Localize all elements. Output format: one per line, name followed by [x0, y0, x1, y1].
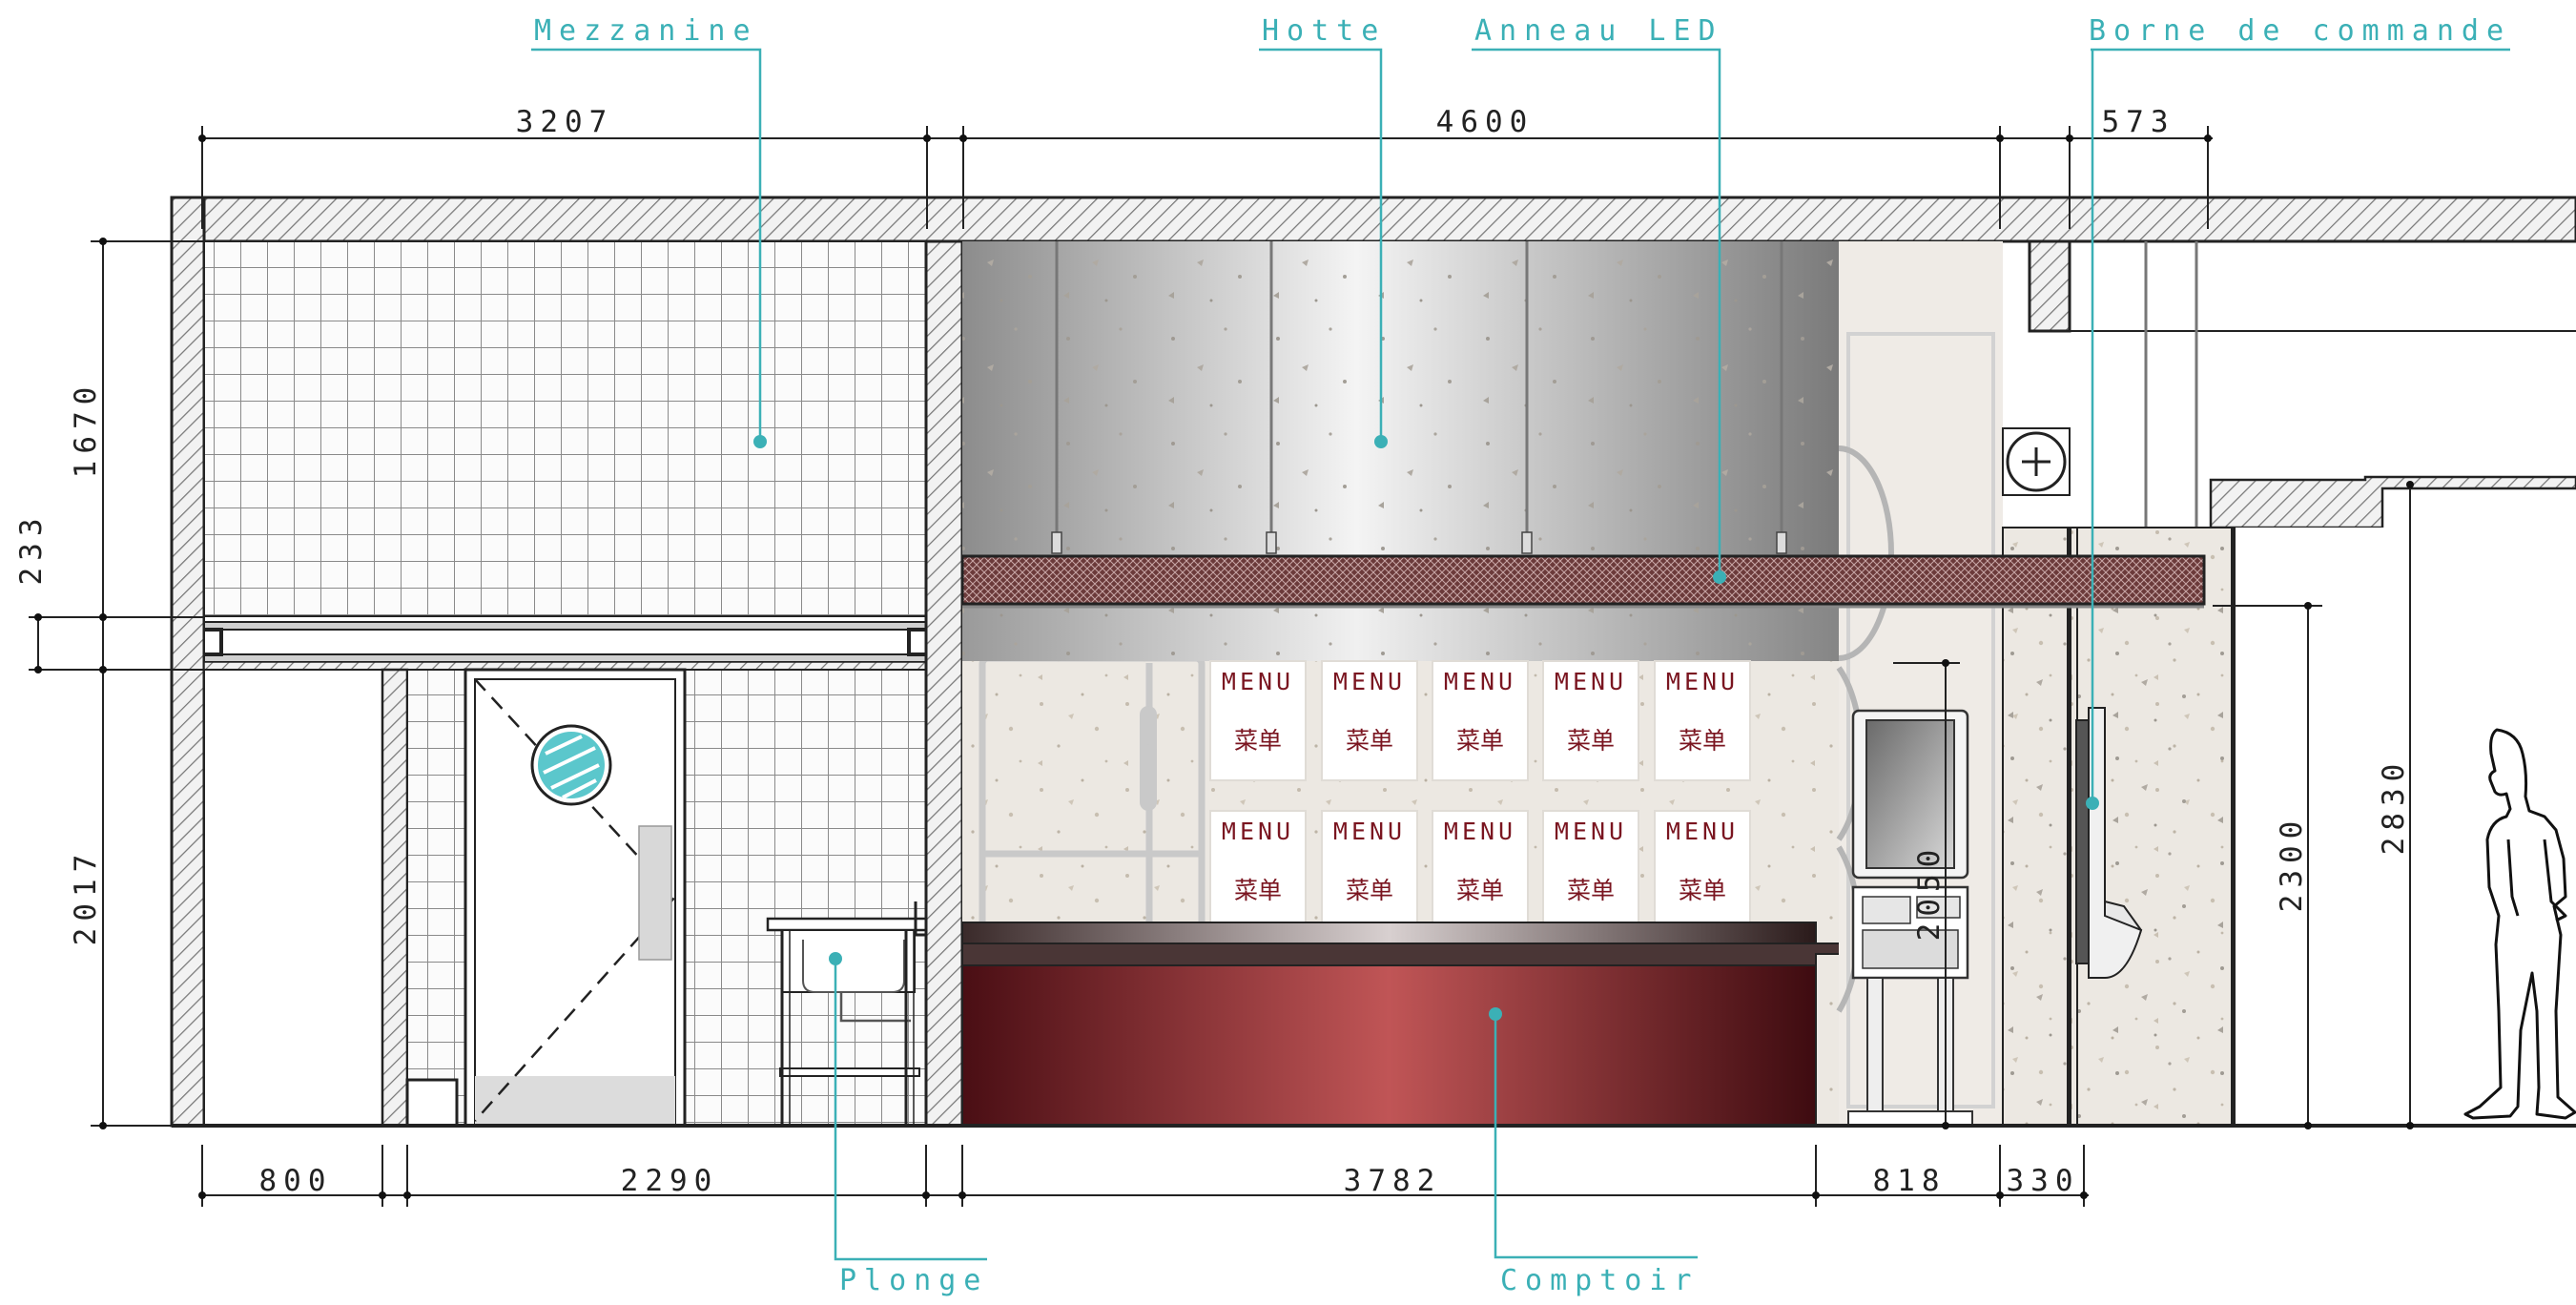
menu-board: MENU 菜单 [1542, 660, 1639, 781]
wall-terminal[interactable] [2075, 707, 2143, 979]
menu-board: MENU 菜单 [1542, 810, 1639, 931]
mezzanine-tiles [203, 240, 927, 617]
ceiling-drop [2003, 239, 2071, 333]
person-silhouette [2463, 728, 2576, 1120]
dim-left-233: 233 [14, 512, 49, 586]
dim-left-1670: 1670 [69, 381, 103, 479]
dim-bottom-330: 330 [2007, 1164, 2080, 1198]
dim-top-573: 573 [2102, 105, 2175, 139]
label-anneau-led: Anneau LED [1474, 14, 1723, 48]
menu-board-chinese: 菜单 [1234, 877, 1282, 904]
menu-board-chinese: 菜单 [1346, 877, 1393, 904]
kitchen-door[interactable] [464, 668, 687, 1128]
label-borne-commande: Borne de commande [2089, 14, 2511, 48]
dim-kiosk-2050: 2050 [1912, 843, 1947, 942]
menu-board: MENU 菜单 [1654, 810, 1751, 931]
menu-board-chinese: 菜单 [1679, 727, 1726, 755]
label-plonge: Plonge [839, 1264, 988, 1297]
menu-board-chinese: 菜单 [1456, 877, 1504, 904]
menu-board: MENU 菜单 [1209, 810, 1307, 931]
right-ceiling-step [2209, 475, 2576, 529]
menu-board-chinese: 菜单 [1567, 877, 1615, 904]
menu-board-title: MENU [1222, 818, 1294, 845]
menu-board: MENU 菜单 [1209, 660, 1307, 781]
label-hotte: Hotte [1262, 14, 1386, 48]
dimension-ticks [34, 135, 2414, 1199]
label-comptoir: Comptoir [1500, 1264, 1700, 1297]
menu-board-title: MENU [1666, 668, 1739, 695]
storage-room [203, 669, 383, 1127]
dim-bottom-800: 800 [259, 1164, 333, 1198]
menu-board-title: MENU [1444, 668, 1516, 695]
left-wall [170, 196, 206, 1128]
dim-top-3207: 3207 [516, 105, 614, 139]
dim-bottom-818: 818 [1873, 1164, 1947, 1198]
menu-board: MENU 菜单 [1321, 810, 1418, 931]
menu-board: MENU 菜单 [1432, 660, 1529, 781]
dim-right-2830: 2830 [2377, 757, 2411, 856]
dim-bottom-2290: 2290 [621, 1164, 719, 1198]
menu-board-chinese: 菜单 [1456, 727, 1504, 755]
menu-board-chinese: 菜单 [1567, 727, 1615, 755]
menu-board-title: MENU [1555, 818, 1627, 845]
ceiling-slab [170, 196, 2576, 243]
menu-board-title: MENU [1444, 818, 1516, 845]
menu-board-title: MENU [1555, 668, 1627, 695]
central-wall [924, 239, 964, 1128]
led-ring [960, 554, 2206, 606]
kiosk-wall [1839, 241, 2003, 1126]
menu-board-title: MENU [1222, 668, 1294, 695]
vent-fan-icon [2002, 427, 2071, 496]
dim-bottom-3782: 3782 [1344, 1164, 1442, 1198]
callout-dots [753, 435, 2099, 1021]
dim-left-2017: 2017 [69, 848, 103, 946]
menu-board: MENU 菜单 [1654, 660, 1751, 781]
order-kiosk[interactable] [1847, 709, 1973, 1127]
dimension-lines [29, 126, 2411, 1207]
menu-board-title: MENU [1333, 818, 1406, 845]
interior-partition [381, 668, 409, 1128]
menu-board: MENU 菜单 [1321, 660, 1418, 781]
menu-board-chinese: 菜单 [1234, 727, 1282, 755]
menu-board: MENU 菜单 [1432, 810, 1529, 931]
label-mezzanine: Mezzanine [534, 14, 758, 48]
menu-board-title: MENU [1333, 668, 1406, 695]
menu-board-chinese: 菜单 [1346, 727, 1393, 755]
menu-boards: MENU菜单MENU菜单MENU菜单MENU菜单MENU菜单MENU菜单MENU… [1209, 660, 1751, 931]
dim-right-2300: 2300 [2275, 815, 2309, 913]
sink [766, 901, 928, 1126]
dim-top-4600: 4600 [1436, 105, 1535, 139]
menu-board-title: MENU [1666, 818, 1739, 845]
callout-leaders [531, 48, 2510, 1261]
counter [961, 922, 1886, 1127]
porthole-window [530, 724, 612, 806]
menu-board-chinese: 菜单 [1679, 877, 1726, 904]
